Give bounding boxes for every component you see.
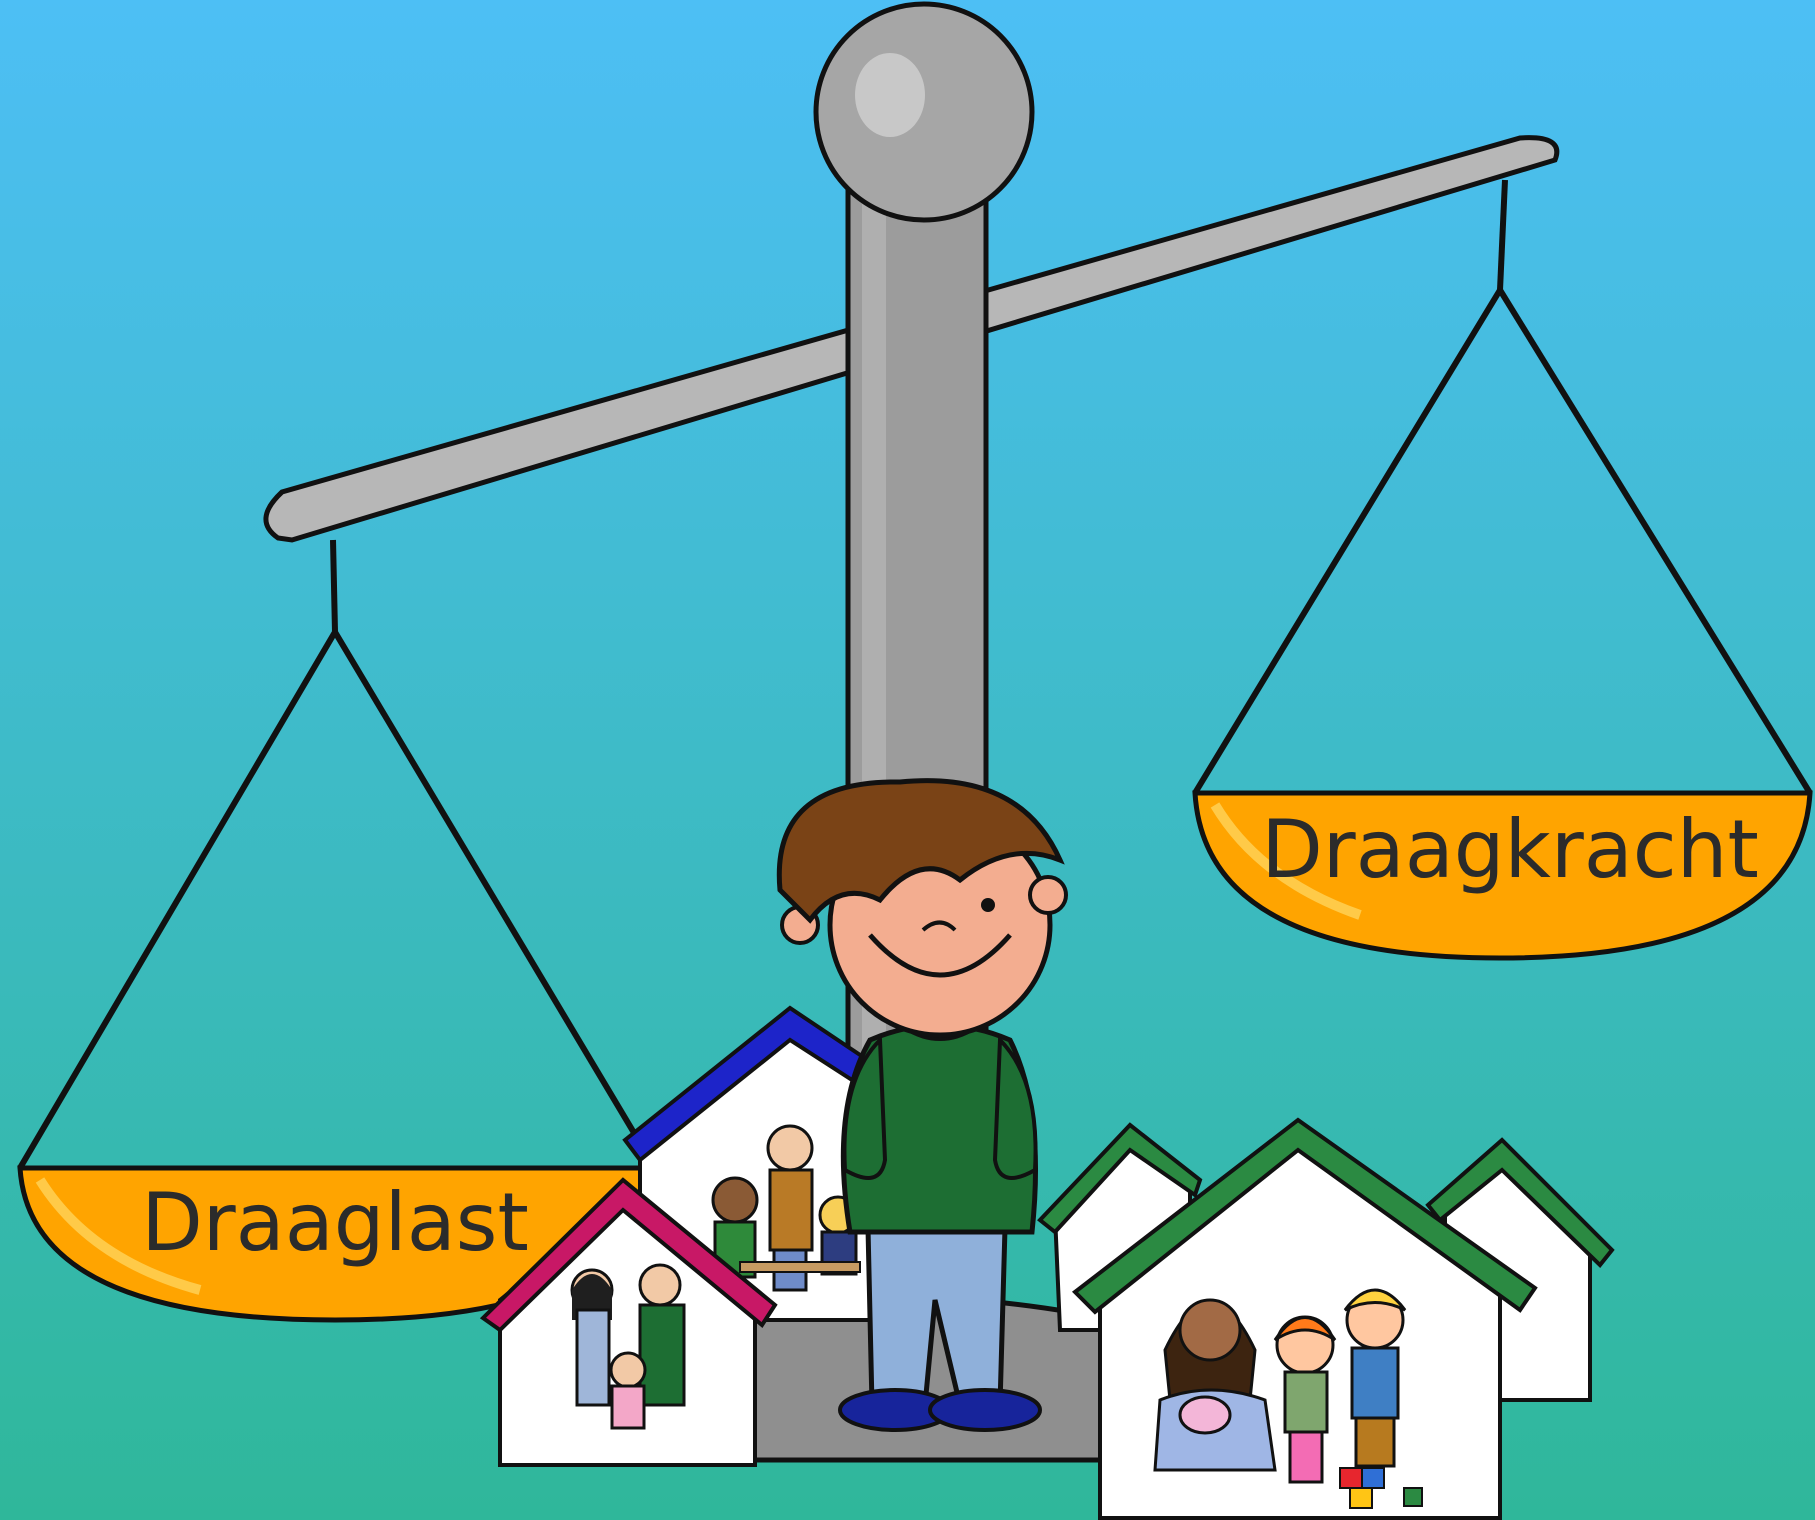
left-pan-label: Draaglast: [141, 1176, 529, 1269]
right-pan-label: Draagkracht: [1261, 803, 1759, 896]
scale-top-knob: [813, 1, 1035, 223]
boy-figure: [776, 778, 1068, 1432]
left-pan-strings: [17, 539, 658, 1170]
house-mother-children: [1037, 1117, 1615, 1520]
right-pan: [1192, 790, 1813, 961]
right-pan-strings: [1192, 179, 1813, 795]
house-family: [479, 1177, 778, 1467]
